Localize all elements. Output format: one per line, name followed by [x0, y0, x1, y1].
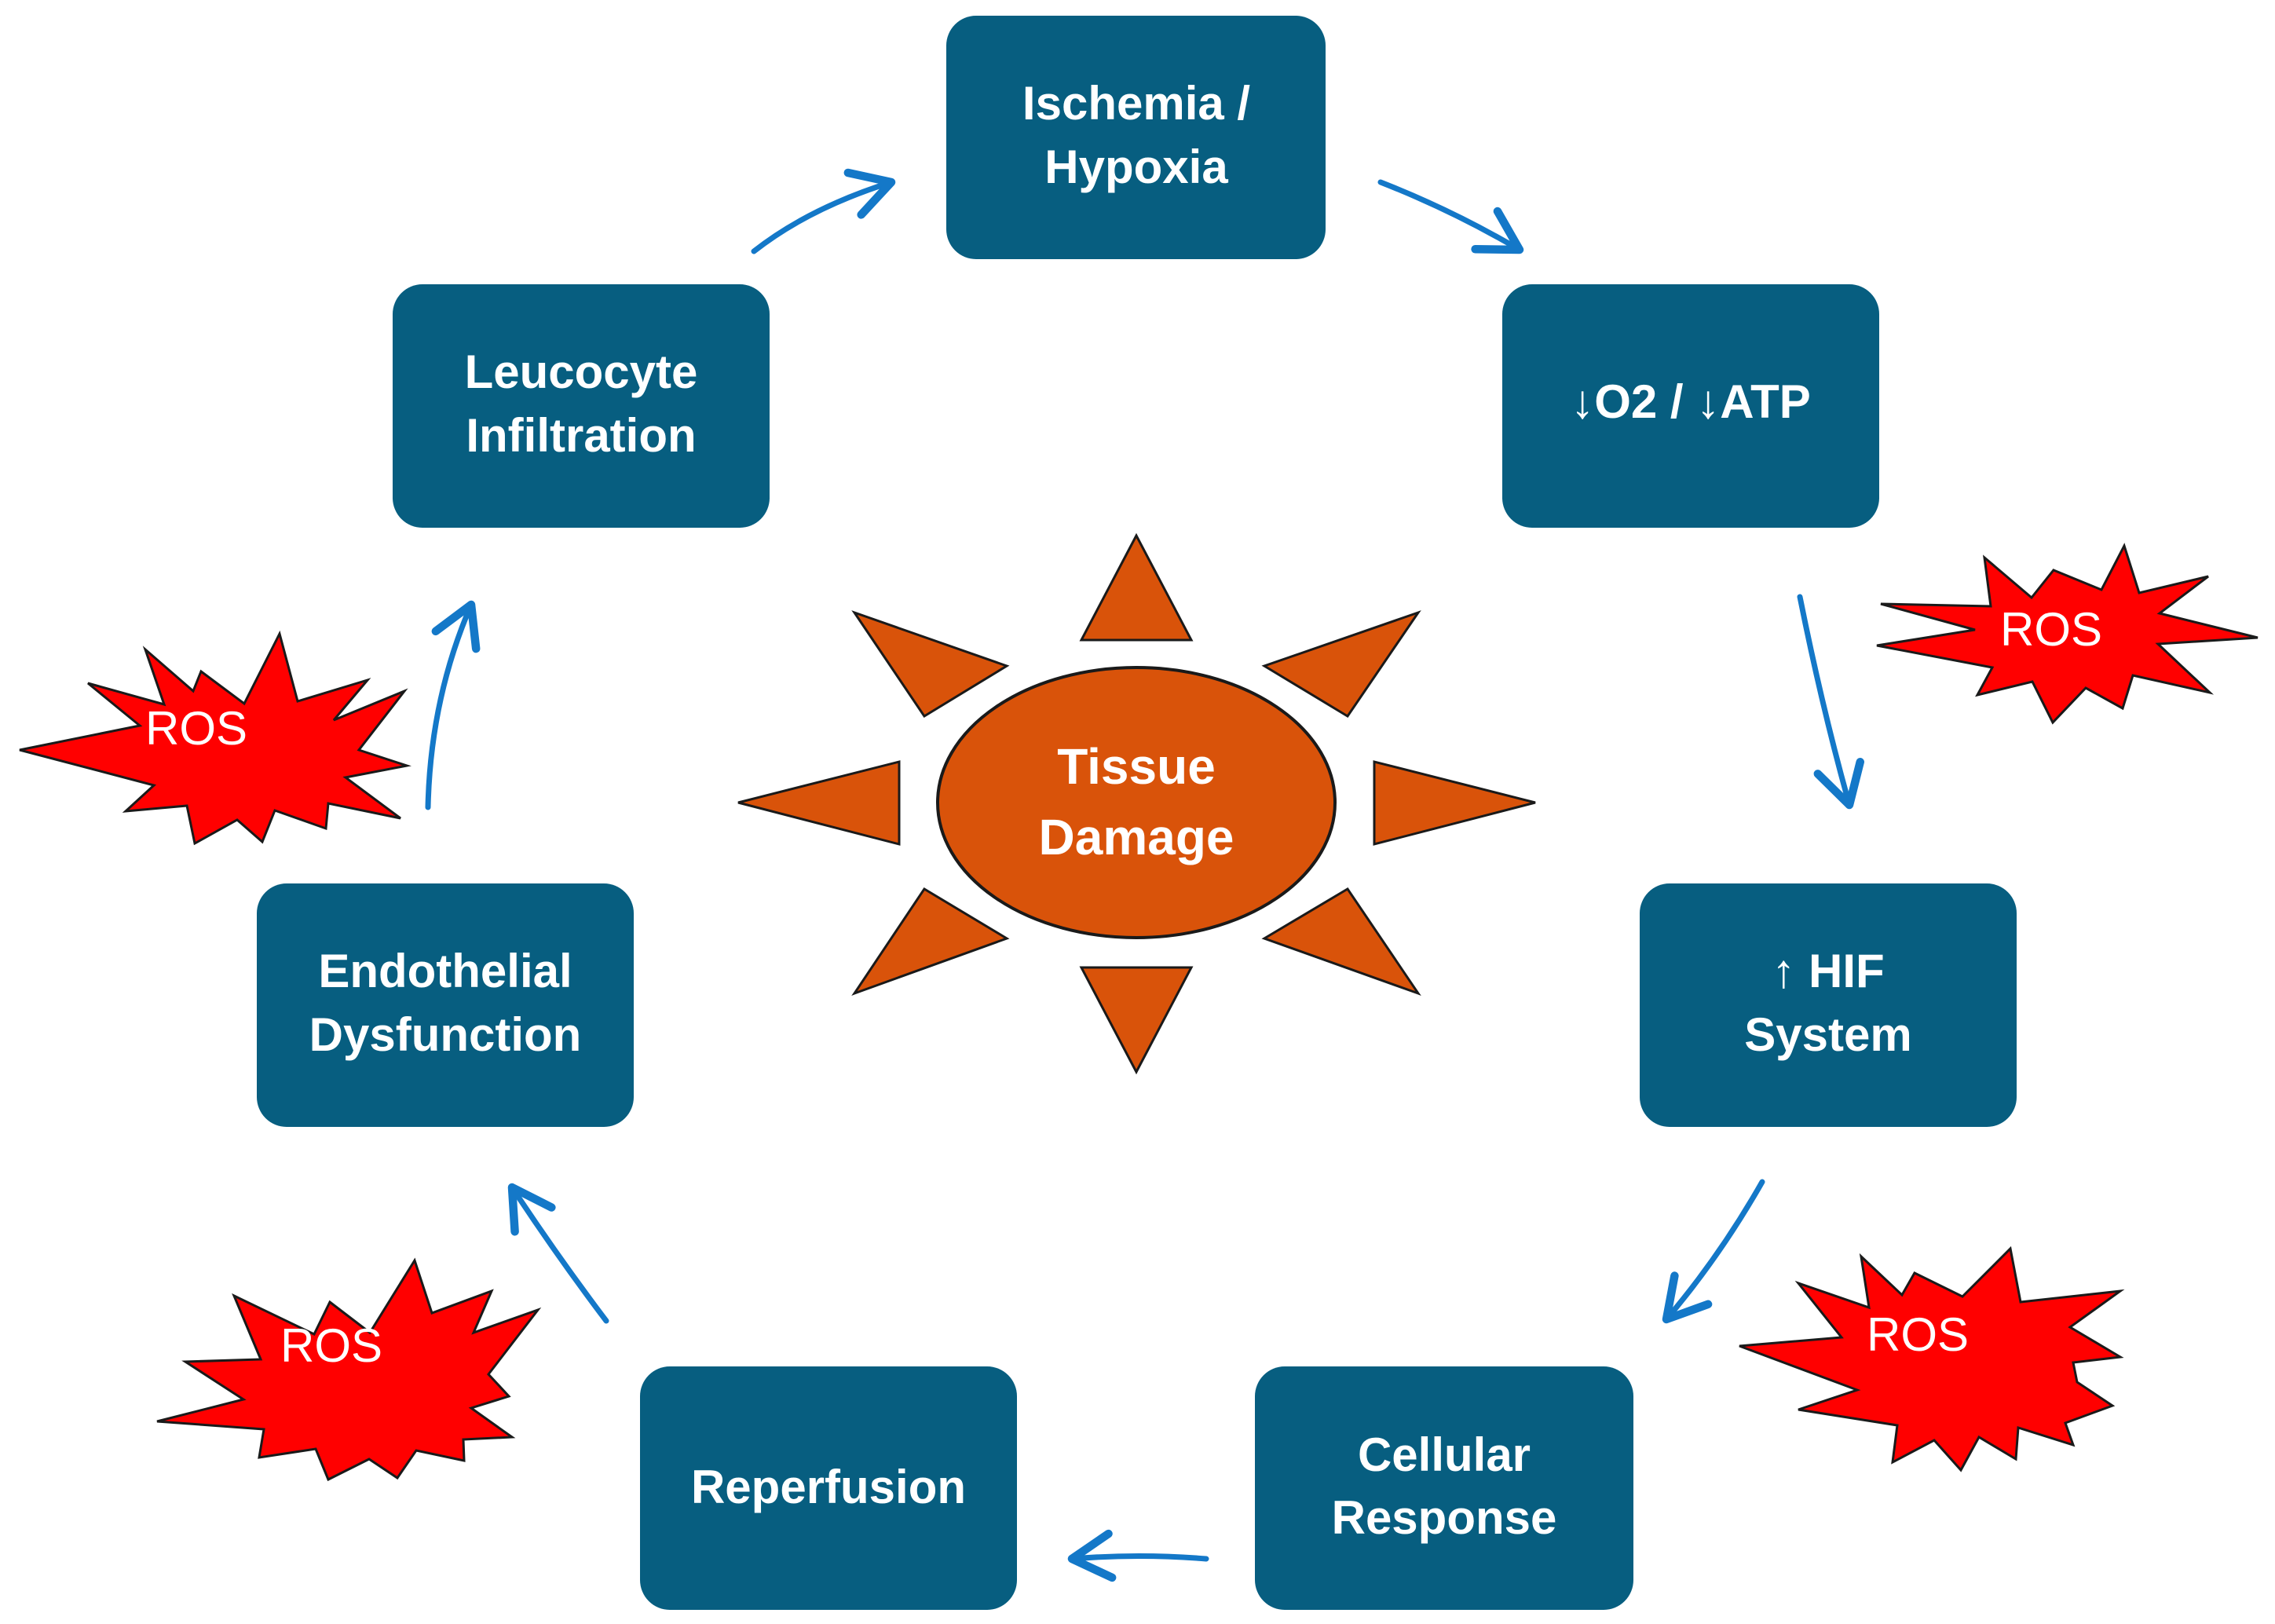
ros-burst-left-upper: ROS	[19, 630, 411, 846]
ros-burst-right-upper: ROS	[1876, 543, 2259, 725]
arrow-endothelial-to-leucocyte	[425, 600, 481, 810]
o2-atp-label: ↓O2 / ↓ATP	[1571, 375, 1811, 428]
cellular-label-line1: Cellular	[1358, 1428, 1531, 1481]
node-reperfusion: Reperfusion	[640, 1366, 1017, 1610]
ros-label: ROS	[145, 702, 247, 755]
ros-label: ROS	[1867, 1308, 1969, 1361]
arrow-o2-to-hif	[1797, 594, 1865, 810]
tissue-damage-ellipse	[936, 666, 1337, 939]
arrow-reperfusion-to-endothelial	[507, 1183, 609, 1324]
arrow-ischemia-to-o2	[1377, 179, 1524, 254]
sun-ray-top	[1079, 532, 1194, 642]
sun-ray-top-left	[851, 610, 1010, 719]
sun-ray-bottom	[1079, 966, 1194, 1075]
node-hif-system: ↑ HIF System	[1640, 883, 2017, 1127]
arrow-leucocyte-to-ischemia	[751, 168, 896, 254]
node-o2-atp: ↓O2 / ↓ATP	[1502, 284, 1879, 528]
node-cellular-response: Cellular Response	[1255, 1366, 1633, 1610]
sun-rays	[737, 532, 1536, 1075]
sun-ray-bottom-left	[851, 887, 1010, 996]
sun-ray-top-right	[1261, 610, 1421, 719]
ros-label: ROS	[2000, 603, 2102, 656]
sun-ray-bottom-right	[1261, 887, 1421, 996]
tissue-damage-label-line1: Tissue	[1057, 738, 1216, 795]
endothelial-label-line2: Dysfunction	[309, 1008, 582, 1061]
leucocyte-label-line2: Infiltration	[466, 409, 696, 462]
hif-label-line1: ↑ HIF	[1772, 945, 1884, 997]
arrow-hif-to-cellular	[1662, 1179, 1765, 1324]
cellular-label-line2: Response	[1332, 1491, 1557, 1544]
arrow-cellular-to-reperfusion	[1067, 1529, 1209, 1582]
hif-label-line2: System	[1744, 1008, 1911, 1061]
tissue-damage-label-line2: Damage	[1039, 809, 1234, 865]
leucocyte-label-line1: Leucocyte	[465, 346, 698, 398]
reperfusion-label: Reperfusion	[691, 1461, 966, 1513]
ros-burst-right-lower: ROS	[1739, 1245, 2125, 1472]
ischemia-label-line2: Hypoxia	[1044, 141, 1228, 193]
node-endothelial-dysfunction: Endothelial Dysfunction	[257, 883, 634, 1127]
sun-ray-left	[737, 760, 901, 846]
node-ischemia-hypoxia: Ischemia / Hypoxia	[946, 16, 1326, 259]
ros-burst-left-lower: ROS	[156, 1257, 542, 1482]
cycle-arrows	[425, 168, 1865, 1582]
endothelial-label-line1: Endothelial	[318, 945, 572, 997]
ischemia-label-line1: Ischemia /	[1022, 77, 1250, 130]
node-leucocyte-infiltration: Leucocyte Infiltration	[393, 284, 770, 528]
sun-ray-right	[1373, 760, 1536, 846]
ros-label: ROS	[280, 1319, 382, 1372]
